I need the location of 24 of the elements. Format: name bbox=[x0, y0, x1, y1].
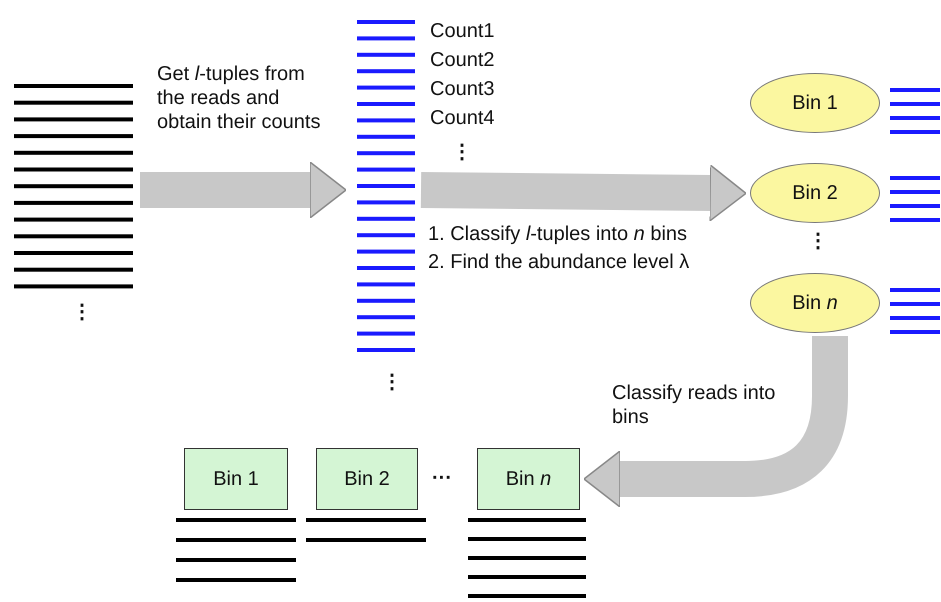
count-label: Count2 bbox=[430, 48, 494, 72]
node-label: Bin n bbox=[506, 468, 552, 490]
step-text: 2. Find the abundance level λ bbox=[428, 250, 690, 274]
node-label: Bin 2 bbox=[792, 182, 838, 204]
block-arrow bbox=[140, 161, 347, 219]
step-text: 1. Classify l-tuples into n bins bbox=[428, 222, 688, 246]
node-label: Bin 1 bbox=[213, 468, 259, 490]
node-label: Bin 2 bbox=[344, 468, 390, 490]
block-arrow bbox=[420, 164, 747, 222]
count-label: Count1 bbox=[430, 19, 494, 43]
count-label: Count3 bbox=[430, 77, 494, 101]
bin-box bbox=[184, 448, 288, 510]
ellipsis: ⋮ bbox=[452, 140, 472, 164]
node-label: Bin 1 bbox=[792, 92, 838, 114]
ellipsis: ⋮ bbox=[808, 229, 828, 253]
node-label: Bin n bbox=[792, 292, 838, 314]
ellipsis: ⋮ bbox=[72, 300, 92, 324]
ellipsis: ⋮ bbox=[382, 370, 402, 394]
count-label: Count4 bbox=[430, 106, 494, 130]
edge-label: Classify reads into bins bbox=[612, 381, 776, 429]
edge-label: Get l-tuples from the reads and obtain their counts bbox=[157, 62, 322, 134]
bin-box bbox=[316, 448, 418, 510]
bin-box bbox=[477, 448, 580, 510]
ellipsis: ··· bbox=[432, 466, 452, 490]
